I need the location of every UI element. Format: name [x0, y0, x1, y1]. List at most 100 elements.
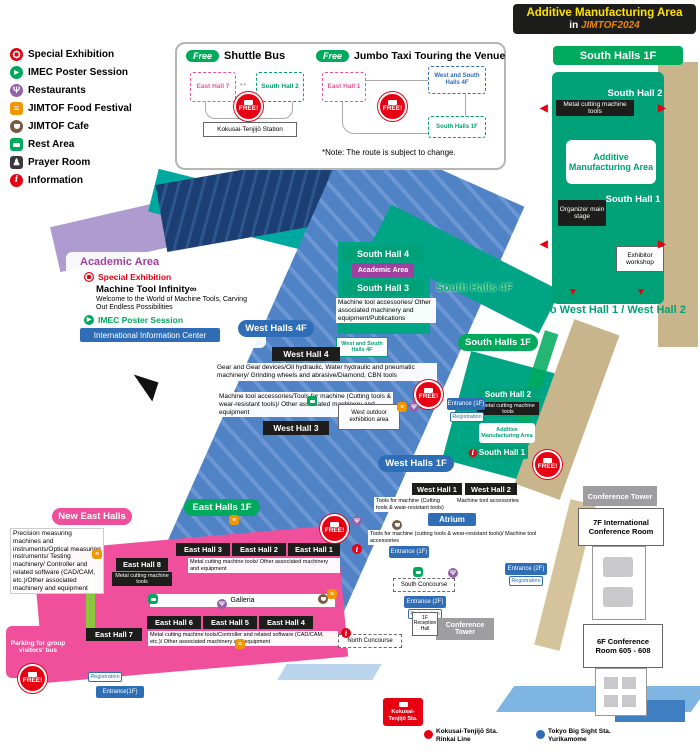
- free-badge-label: FREE!: [22, 677, 43, 685]
- hall-label: West Hall 4: [283, 349, 329, 359]
- hall-desc: Metal cutting machine tools: [563, 101, 627, 115]
- route-note: *Note: The route is subject to change.: [322, 148, 456, 157]
- academic-exhibit-desc: Welcome to the World of Machine Tools, C…: [96, 296, 256, 313]
- reception-label: 1F Reception Hall: [413, 614, 437, 632]
- stop-label: South Halls 1F: [436, 123, 478, 130]
- hall-label: South Hall 1: [605, 194, 661, 205]
- south-concourse-box: South Concourse: [393, 578, 455, 592]
- food-festival-icon: [229, 515, 239, 525]
- outdoor-label: West outdoor exhibition area: [349, 410, 389, 423]
- north-concourse-box: North Concourse: [338, 634, 402, 648]
- south-halls-4f-desc: Machine tool accessories/ Other associat…: [336, 298, 436, 324]
- parking-label: Parking for group visitors' bus: [10, 639, 66, 654]
- conference-room-7f-box: 7F International Conference Room: [578, 508, 664, 546]
- taxi-stop-west-south-4f: West and South Halls 4F: [428, 66, 486, 94]
- information-icon: [352, 544, 362, 554]
- yurikamome-line-icon: [536, 730, 545, 739]
- information-icon: [341, 628, 351, 638]
- south-hall-4-box: South Hall 4: [342, 246, 424, 261]
- info-center-label: International Information Center: [93, 330, 207, 340]
- concourse-label: South Concourse: [400, 582, 448, 588]
- map-south-hall-1-box: South Hall 1: [466, 446, 528, 459]
- bus-icon: [244, 100, 253, 106]
- food-festival-icon: [327, 589, 337, 599]
- shuttle-stop-east7: East Hall 7: [190, 72, 236, 102]
- conference-tower-header: Conference Tower: [583, 486, 657, 506]
- west-hall-2-desc: Machine tool accessories: [455, 497, 521, 506]
- rest-area-icon: [148, 594, 158, 604]
- west-halls-1f-tag: West Halls 1F: [378, 455, 454, 472]
- food-festival-icon: [235, 639, 245, 649]
- east-halls-1f-tag: East Halls 1F: [184, 499, 260, 516]
- room-label: 7F International Conference Room: [588, 518, 654, 536]
- station-label: Kokusai-Tenjijō Station: [217, 126, 283, 133]
- panel-additive-area-box: Additive Manufacturing Area: [566, 140, 656, 184]
- red-arrow-icon: [658, 104, 666, 114]
- entrance-2f-east-side: Entrance (2F): [505, 563, 547, 575]
- taxi-icon: [543, 458, 552, 464]
- legend-item-food-festival: JIMTOF Food Festival: [10, 102, 132, 115]
- additive-area-label: Additive Manufacturing Area: [481, 426, 533, 439]
- area-label: West and South Halls 4F: [341, 340, 383, 353]
- shuttle-title: Shuttle Bus: [224, 50, 286, 62]
- stop-label: West and South Halls 4F: [434, 73, 480, 86]
- legend-label: JIMTOF Cafe: [28, 121, 89, 132]
- hall-label: South Hall 1: [478, 448, 526, 457]
- station-name-text: Kokusai-Tenjijō Sta. Rinkai Line: [436, 728, 498, 743]
- room-shape: [603, 557, 633, 577]
- station-label: Kokusai-Tenjijō Sta.: [388, 709, 418, 722]
- note-text: *Note: The route is subject to change.: [322, 148, 456, 157]
- rinkai-line-label: Kokusai-Tenjijō Sta. Rinkai Line: [424, 728, 508, 744]
- stop-label: South Hall 2: [261, 83, 299, 91]
- free-shuttle-badge: FREE!: [234, 92, 263, 121]
- desc-text: Precision measuring machines and instrum…: [13, 530, 101, 592]
- panel-exhibitor-workshop-box: Exhibitor workshop: [616, 246, 664, 272]
- legend-label: Restaurants: [28, 85, 86, 96]
- room-shape: [622, 677, 636, 689]
- rest-area-icon: [413, 567, 423, 577]
- east-hall-8-desc: Metal cutting machine tools: [112, 572, 172, 586]
- taxi-route-line: [342, 80, 466, 134]
- area-label: West Halls 4F: [245, 323, 307, 334]
- food-festival-icon: [10, 102, 23, 115]
- legend-item-restaurants: Restaurants: [10, 84, 132, 97]
- additive-area-label: Additive Manufacturing Area: [568, 152, 654, 172]
- entrance-label: Entrance (1F): [447, 401, 485, 407]
- west-south-4f-tag: West and South Halls 4F: [336, 337, 388, 357]
- conference-tower-label: Conference Tower: [587, 491, 653, 501]
- prayer-room-icon: [10, 156, 23, 169]
- area-label: East Halls 1F: [192, 502, 252, 513]
- academic-title-text: Academic Area: [80, 256, 160, 268]
- rest-area-icon: [307, 396, 317, 406]
- panel-south-hall-2-label: South Hall 2: [606, 88, 664, 99]
- academic-title: Academic Area: [80, 256, 159, 268]
- registration-label: Registration: [90, 674, 120, 680]
- train-icon: [398, 702, 408, 708]
- red-arrow-icon: [636, 288, 646, 298]
- entrance-label: Entrance (2F): [507, 566, 545, 572]
- hall-label: East Hall 8: [123, 560, 161, 569]
- atrium-box: Atrium: [428, 513, 476, 526]
- restaurants-icon: [409, 402, 419, 412]
- station-name-text: Tokyo Big Sight Sta. Yurikamome: [548, 728, 611, 743]
- west-hall-2-box: West Hall 2: [465, 483, 517, 495]
- academic-exhibit-name: Machine Tool Infinity∞: [96, 284, 197, 295]
- map-additive-area-box: Additive Manufacturing Area: [479, 423, 535, 443]
- hall-desc: Metal cutting machine tools: [115, 572, 169, 585]
- legend-item-cafe: JIMTOF Cafe: [10, 120, 132, 133]
- hall-label: South Hall 2: [607, 88, 663, 99]
- legend-item-imec: IMEC Poster Session: [10, 66, 132, 79]
- room-shape: [622, 695, 636, 707]
- conference-room-6f-box: 6F Conference Room 605 - 608: [583, 624, 663, 668]
- hall-label: West Hall 2: [471, 484, 511, 494]
- rinkai-station-box: Kokusai-Tenjijō Sta.: [383, 698, 423, 726]
- galleria-strip: Galleria: [150, 594, 335, 607]
- workshop-label: Exhibitor workshop: [626, 251, 654, 266]
- restaurants-icon: [10, 84, 23, 97]
- desc-text: Metal cutting machine tools/Controller a…: [150, 632, 324, 645]
- hall-label: South Hall 4: [356, 248, 409, 259]
- legend-label: JIMTOF Food Festival: [28, 103, 132, 114]
- title-in: in: [569, 19, 579, 31]
- special-exhibition-label: Special Exhibition: [98, 272, 172, 282]
- bus-icon: [424, 388, 433, 394]
